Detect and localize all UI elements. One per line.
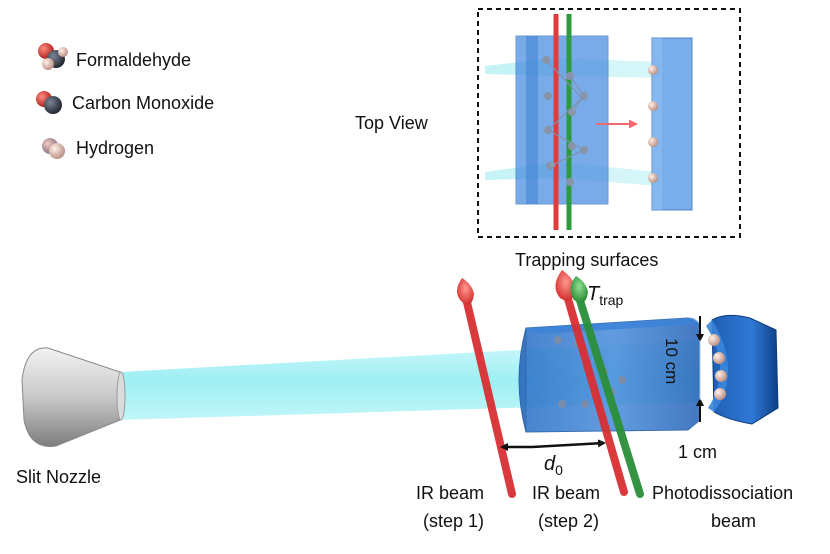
slit-nozzle (21, 347, 126, 447)
ir-beam-step2-label-line2: (step 2) (538, 511, 599, 531)
gap-width-label: 1 cm (678, 442, 717, 462)
trapping-plate (706, 314, 779, 425)
legend-label-carbon-monoxide: Carbon Monoxide (72, 93, 214, 113)
t-trap-symbol: T (587, 283, 601, 305)
trapping-surfaces-label: Trapping surfaces (515, 250, 658, 270)
hydrogen-molecule-icon (42, 138, 65, 159)
ir-beam-step2-label-line1: IR beam (532, 483, 600, 503)
top-view-inset (477, 8, 741, 238)
ir-beam-step2 (555, 270, 628, 496)
t-trap-subscript: trap (599, 292, 623, 308)
ir-beam-step1 (457, 278, 516, 498)
photodissociation-beam-label-line1: Photodissociation (652, 483, 793, 503)
photodissociation-beam-label-line2: beam (711, 511, 756, 531)
legend-label-formaldehyde: Formaldehyde (76, 50, 191, 70)
photodissociation-beam (570, 276, 644, 498)
slit-nozzle-label: Slit Nozzle (16, 467, 101, 487)
trap-block (518, 317, 701, 433)
gap-height-label: 10 cm (662, 338, 681, 384)
distance-symbol: d (544, 453, 556, 475)
distance-d0-label: d0 (544, 453, 563, 478)
t-trap-label: Ttrap (587, 283, 624, 308)
legend: Formaldehyde Carbon Monoxide Hydrogen (36, 43, 214, 159)
ir-beam-step1-label-line1: IR beam (416, 483, 484, 503)
distance-d0-arrow (500, 439, 606, 451)
carbon-monoxide-molecule-icon (36, 91, 62, 114)
ir-beam-step1-label-line2: (step 1) (423, 511, 484, 531)
formaldehyde-molecule-icon (38, 43, 68, 70)
distance-subscript: 0 (555, 462, 563, 478)
legend-label-hydrogen: Hydrogen (76, 138, 154, 158)
top-view-label: Top View (355, 113, 429, 133)
